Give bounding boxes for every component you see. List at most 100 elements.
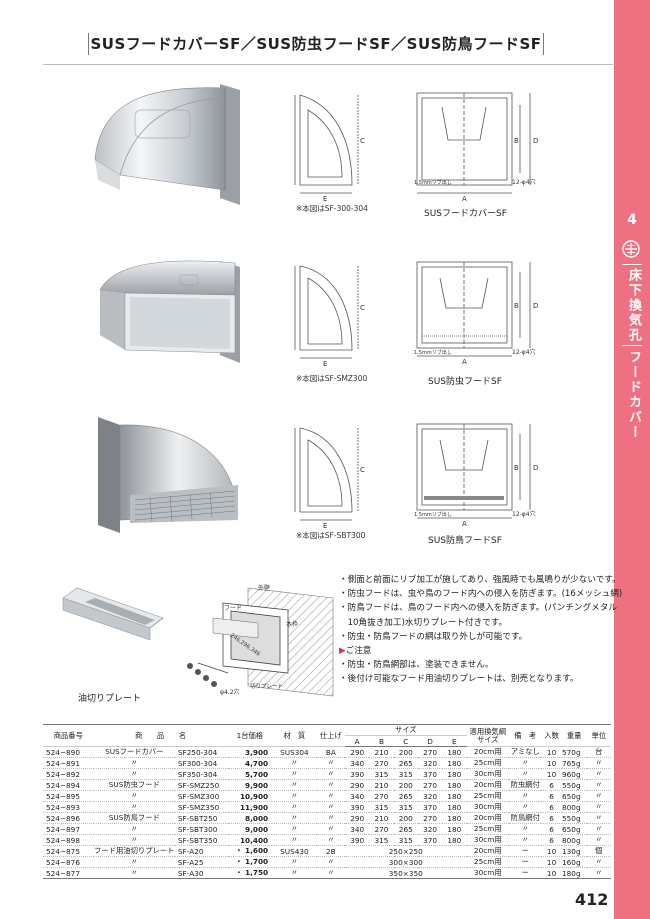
table-cell-d: 370	[417, 801, 443, 813]
table-cell-pipe: 30cm用	[466, 834, 510, 846]
header-d: D	[417, 735, 443, 747]
table-cell-wt: 550g	[561, 812, 587, 824]
table-cell-size: 350×350	[345, 867, 467, 879]
table-cell-b: 270	[369, 757, 394, 769]
table-cell-price: ・ 1,700	[227, 856, 273, 868]
note-line: ・防鳥フードは、鳥のフード内への侵入を防ぎます。(パンチングメタル	[339, 603, 617, 614]
dim-c: C	[360, 466, 365, 474]
table-cell-b: 315	[369, 768, 394, 780]
drawing-label: SUS防虫フードSF	[428, 377, 502, 387]
dim-e: E	[323, 195, 327, 203]
table-cell-wt: 550g	[561, 779, 587, 791]
table-cell-price: 8,000	[227, 812, 273, 824]
table-cell-fin: 〃	[316, 834, 346, 846]
dim-e: E	[323, 360, 327, 368]
drip-plate-label: 油切りプレート	[78, 694, 142, 704]
table-cell-pipe: 20cm用	[466, 779, 510, 791]
table-cell-code: 524−898	[43, 834, 94, 846]
side-divider	[622, 345, 642, 346]
table-cell-c: 265	[393, 790, 418, 802]
table-cell-model: SF-A20	[174, 845, 228, 857]
drawing-label: SUS防鳥フードSF	[428, 536, 502, 546]
table-cell-model: SF-A30	[174, 867, 228, 879]
table-cell-code: 524−877	[43, 867, 94, 879]
header-pipe: 適用換気綱 サイズ	[466, 724, 510, 747]
table-cell-b: 315	[369, 834, 394, 846]
dimension-drawing-bird: C E A B D 1.5mmリブ出し 12-φ4穴	[294, 423, 538, 530]
dimension-drawing-insect: C E A B D 1.5mmリブ出し 12-φ4穴	[294, 261, 538, 368]
table-cell-d: 270	[417, 779, 443, 791]
screw-label: φ4.2穴	[220, 688, 240, 696]
table-cell-qty: 6	[541, 823, 562, 835]
table-cell-mat: 〃	[272, 790, 317, 802]
rib-label: 1.5mmリブ出し	[414, 179, 452, 186]
note-line: ・防虫フードは、虫や鳥のフード内への侵入を防ぎます。(16メッシュ網)	[339, 589, 623, 600]
table-cell-code: 524−897	[43, 823, 94, 835]
table-cell-e: 180	[442, 757, 467, 769]
table-cell-unit: 〃	[586, 801, 611, 813]
triangle-icon: ▶	[339, 646, 346, 657]
table-cell-e: 180	[442, 746, 467, 758]
table-cell-a: 340	[345, 790, 370, 802]
table-cell-model: SF-SMZ350	[174, 801, 228, 813]
drawing-label: SUSフードカバーSF	[424, 209, 507, 219]
note-line: ・側面と前面にリブ加工が施してあり、強風時でも風鳴りが少ないです。	[339, 575, 621, 585]
table-cell-price: 10,400	[227, 834, 273, 846]
table-cell-name: 〃	[93, 801, 175, 813]
table-cell-unit: 〃	[586, 834, 611, 846]
dim-e: E	[323, 522, 327, 530]
table-cell-code: 524−894	[43, 779, 94, 791]
table-cell-d: 320	[417, 757, 443, 769]
table-cell-b: 210	[369, 746, 394, 758]
drawing-note: ※本図はSF-SBT300	[296, 531, 366, 540]
table-cell-size: 250×250	[345, 845, 467, 857]
note-line: 10角抜き加工)水切りプレート付きです。	[339, 617, 508, 628]
table-cell-a: 390	[345, 834, 370, 846]
table-cell-model: SF250-304	[174, 746, 228, 758]
table-cell-rem: 防虫網付	[509, 779, 542, 791]
table-cell-unit: 〃	[586, 757, 611, 769]
table-cell-name: 〃	[93, 867, 175, 879]
table-cell-unit: 〃	[586, 768, 611, 780]
table-cell-qty: 10	[541, 757, 562, 769]
frame-label: 木枠	[286, 620, 298, 628]
table-cell-model: SF-SMZ300	[174, 790, 228, 802]
table-cell-unit: 〃	[586, 779, 611, 791]
table-cell-model: SF-SBT250	[174, 812, 228, 824]
drip-plate-photo	[62, 587, 164, 641]
header-size: サイズ	[345, 724, 467, 736]
table-cell-name: 〃	[93, 856, 175, 868]
table-cell-mat: 〃	[272, 812, 317, 824]
table-cell-pipe: 25cm用	[466, 823, 510, 835]
table-cell-mat: 〃	[272, 768, 317, 780]
header-qty: 入数	[541, 724, 562, 747]
table-cell-mat: 〃	[272, 823, 317, 835]
header-price: 1台価格	[227, 724, 273, 747]
table-cell-pipe: 30cm用	[466, 801, 510, 813]
table-cell-qty: 10	[541, 856, 562, 868]
table-cell-unit: 〃	[586, 823, 611, 835]
table-cell-price: 9,000	[227, 823, 273, 835]
table-cell-mat: 〃	[272, 834, 317, 846]
table-cell-b: 270	[369, 790, 394, 802]
table-cell-e: 180	[442, 768, 467, 780]
table-cell-unit: 〃	[586, 856, 611, 868]
table-cell-fin: BA	[316, 746, 346, 758]
side-divider	[622, 264, 642, 265]
table-cell-qty: 10	[541, 746, 562, 758]
table-cell-d: 320	[417, 790, 443, 802]
table-cell-c: 315	[393, 801, 418, 813]
table-cell-price: ・ 1,600	[227, 845, 273, 857]
table-cell-code: 524−895	[43, 790, 94, 802]
table-cell-fin: 〃	[316, 801, 346, 813]
table-cell-d: 270	[417, 812, 443, 824]
table-cell-mat: 〃	[272, 856, 317, 868]
table-cell-model: SF-SMZ250	[174, 779, 228, 791]
table-cell-wt: 570g	[561, 746, 587, 758]
rib-label: 1.5mmリブ出し	[414, 511, 452, 518]
